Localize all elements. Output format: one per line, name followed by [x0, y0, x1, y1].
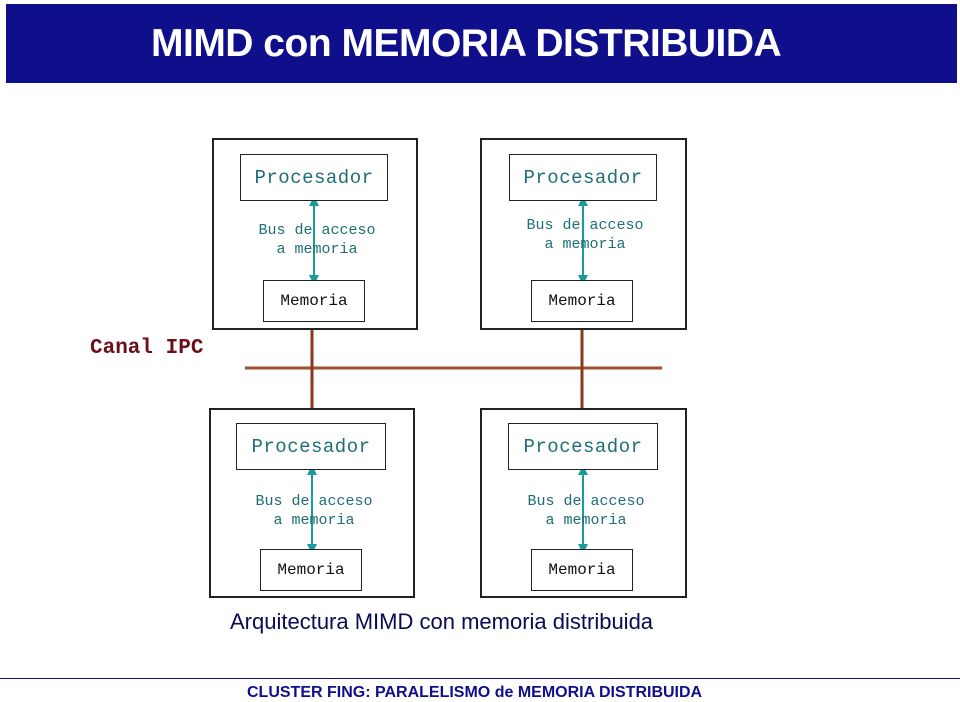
bus-label-line1: Bus de acceso [526, 217, 644, 234]
bus-label: Bus de acceso a memoria [512, 492, 660, 530]
processor-box: Procesador [236, 423, 386, 470]
processor-box: Procesador [509, 154, 657, 201]
title-bar: MIMD con MEMORIA DISTRIBUIDA [6, 4, 957, 83]
bus-label-line2: a memoria [273, 512, 355, 529]
bus-label-line2: a memoria [276, 241, 358, 258]
memory-box: Memoria [260, 549, 362, 591]
processor-box: Procesador [508, 423, 658, 470]
bus-label: Bus de acceso a memoria [511, 216, 659, 254]
bus-label-line1: Bus de acceso [258, 222, 376, 239]
footer-text: CLUSTER FING: PARALELISMO de MEMORIA DIS… [247, 684, 703, 701]
bus-label: Bus de acceso a memoria [243, 221, 391, 259]
bus-label-line1: Bus de acceso [527, 493, 645, 510]
processor-box: Procesador [240, 154, 388, 201]
bus-label-line2: a memoria [545, 512, 627, 529]
memory-box: Memoria [531, 549, 633, 591]
bus-label-line2: a memoria [544, 236, 626, 253]
ipc-channel-label: Canal IPC [90, 337, 204, 360]
diagram-caption: Arquitectura MIMD con memoria distribuid… [230, 609, 654, 634]
footer-divider [0, 678, 960, 679]
memory-box: Memoria [531, 280, 633, 322]
memory-box: Memoria [263, 280, 365, 322]
slide-title: MIMD con MEMORIA DISTRIBUIDA [151, 22, 782, 65]
bus-label-line1: Bus de acceso [255, 493, 373, 510]
bus-label: Bus de acceso a memoria [240, 492, 388, 530]
